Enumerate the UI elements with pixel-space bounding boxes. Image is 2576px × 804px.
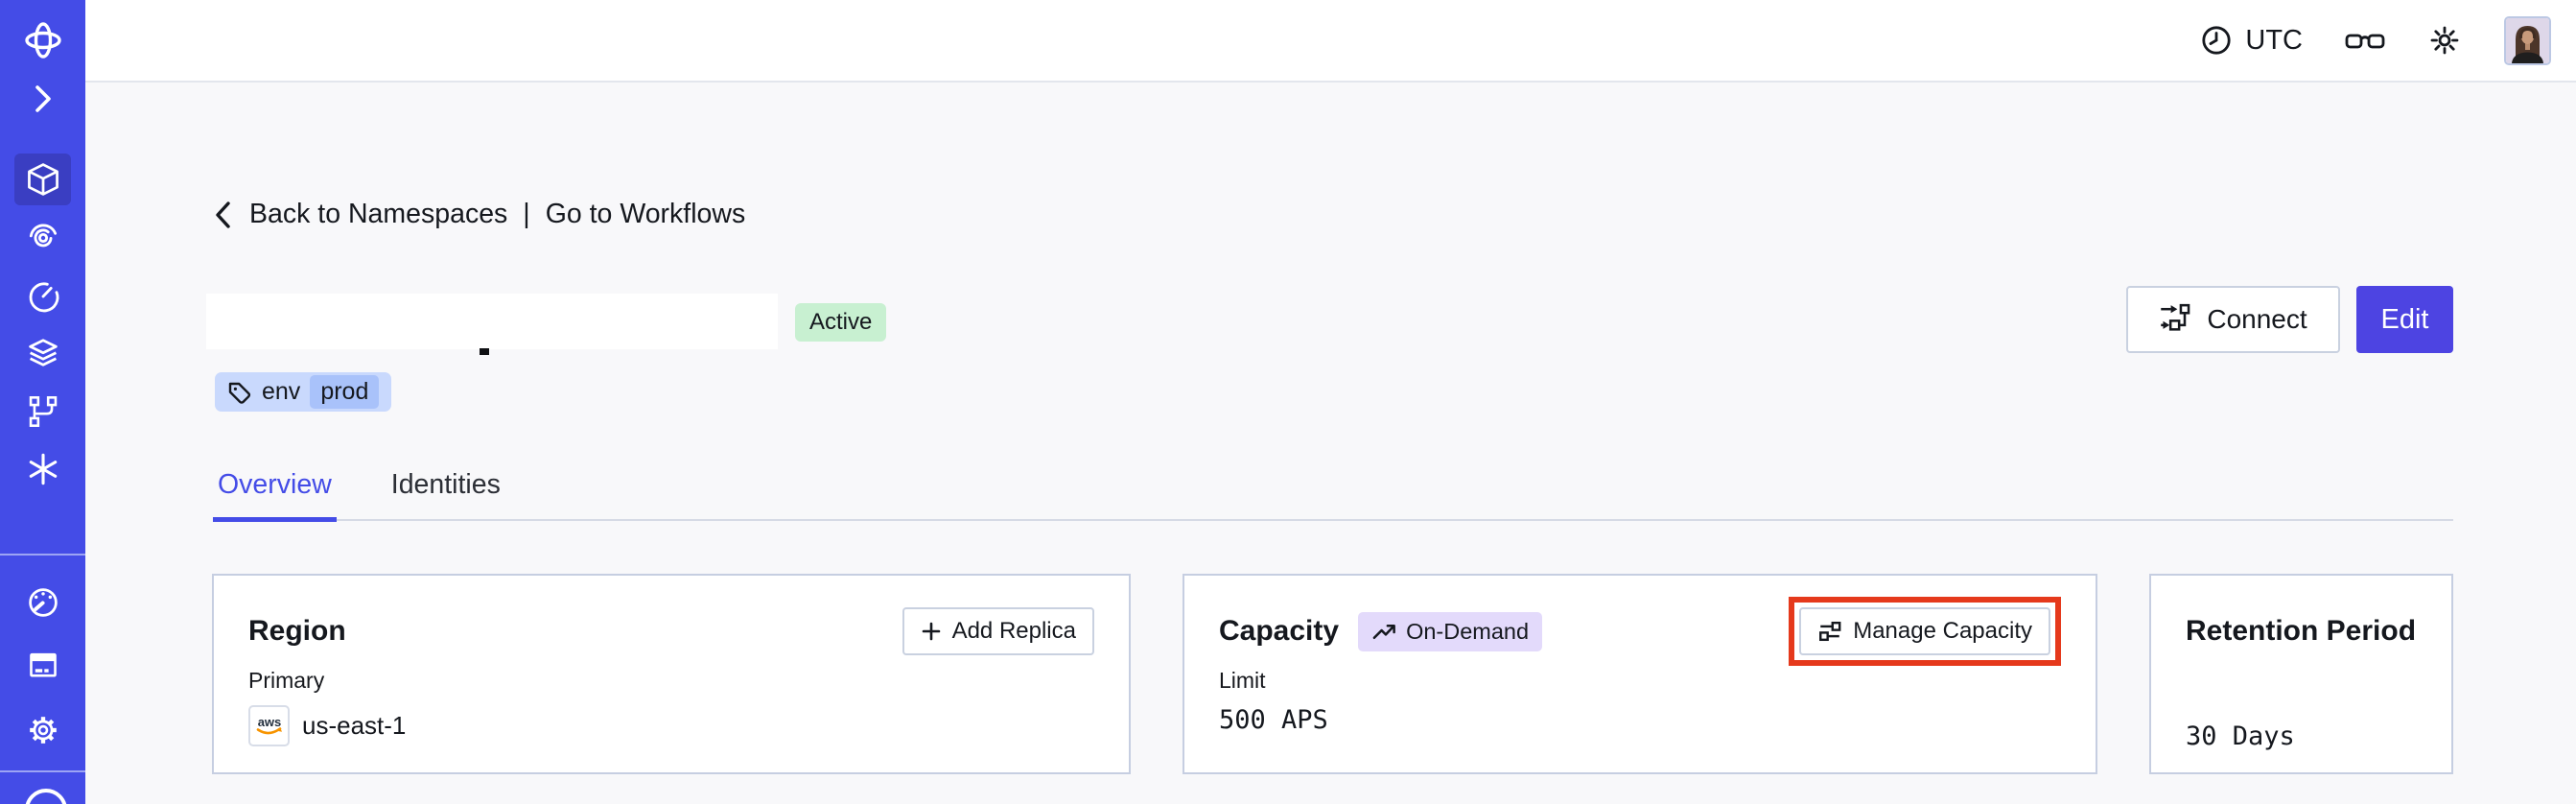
manage-capacity-button[interactable]: Manage Capacity bbox=[1799, 607, 2050, 655]
connect-label: Connect bbox=[2207, 304, 2307, 334]
add-replica-label: Add Replica bbox=[951, 618, 1076, 644]
region-value: us-east-1 bbox=[302, 711, 407, 740]
namespace-title-redacted bbox=[206, 294, 778, 349]
tag-icon bbox=[228, 382, 251, 404]
plus-icon bbox=[922, 622, 940, 641]
sidebar bbox=[0, 0, 85, 804]
clock-icon bbox=[2202, 26, 2231, 55]
tab-bar: Overview Identities bbox=[213, 469, 2453, 522]
topbar: UTC bbox=[85, 0, 2576, 83]
gauge-icon bbox=[28, 588, 58, 617]
sidebar-item-deployments[interactable] bbox=[0, 393, 85, 430]
capacity-card: Capacity On-Demand Manage Ca bbox=[1183, 574, 2097, 774]
retention-card-title: Retention Period bbox=[2186, 615, 2417, 647]
data-converter-toggle[interactable] bbox=[2345, 25, 2385, 56]
timezone-selector[interactable]: UTC bbox=[2200, 24, 2303, 57]
topbar-actions: UTC bbox=[2200, 0, 2551, 81]
sidebar-item-usage[interactable] bbox=[0, 584, 85, 621]
overview-cards: Region Add Replica Primary aws bbox=[212, 574, 2453, 774]
layers-icon bbox=[28, 339, 58, 367]
trending-up-icon bbox=[1372, 624, 1395, 639]
retention-card: Retention Period 30 Days bbox=[2149, 574, 2453, 774]
sidebar-divider bbox=[0, 554, 85, 556]
region-card-title: Region bbox=[248, 615, 346, 647]
breadcrumb-divider: | bbox=[523, 199, 530, 229]
sun-icon bbox=[2430, 26, 2459, 55]
primary-label: Primary bbox=[248, 668, 325, 693]
tag-key: env bbox=[262, 378, 301, 405]
aws-logo-text: aws bbox=[257, 715, 281, 729]
edit-button[interactable]: Edit bbox=[2356, 286, 2453, 353]
spiral-icon bbox=[29, 224, 57, 248]
gear-icon bbox=[29, 717, 57, 744]
tab-identities[interactable]: Identities bbox=[390, 469, 501, 500]
on-demand-label: On-Demand bbox=[1406, 618, 1530, 644]
namespace-tag: env prod bbox=[215, 372, 392, 412]
capacity-value: 500 APS bbox=[1219, 705, 1328, 735]
breadcrumb-workflows-link[interactable]: Go to Workflows bbox=[545, 199, 746, 229]
sidebar-item-batch[interactable] bbox=[0, 336, 85, 372]
sidebar-item-settings[interactable] bbox=[0, 712, 85, 748]
sidebar-item-schedules[interactable] bbox=[0, 278, 85, 315]
glasses-icon bbox=[2345, 34, 2385, 49]
branch-icon bbox=[29, 396, 57, 427]
breadcrumb-back-link[interactable]: Back to Namespaces bbox=[249, 199, 508, 229]
user-avatar[interactable] bbox=[2504, 15, 2551, 65]
sidebar-item-workflows[interactable] bbox=[0, 220, 85, 256]
limit-label: Limit bbox=[1219, 668, 1266, 693]
theme-toggle[interactable] bbox=[2427, 23, 2462, 58]
sidebar-item-nexus[interactable] bbox=[0, 451, 85, 487]
timer-icon bbox=[29, 282, 59, 313]
on-demand-badge: On-Demand bbox=[1358, 611, 1543, 651]
redaction-artifact bbox=[480, 348, 489, 355]
billing-card-icon bbox=[29, 652, 57, 677]
chevron-left-icon[interactable] bbox=[213, 200, 234, 230]
timezone-label: UTC bbox=[2245, 24, 2303, 56]
asterisk-icon bbox=[29, 453, 57, 485]
sidebar-divider bbox=[0, 770, 85, 772]
sidebar-item-billing[interactable] bbox=[0, 647, 85, 683]
add-replica-button[interactable]: Add Replica bbox=[902, 607, 1094, 655]
connect-button[interactable]: Connect bbox=[2126, 286, 2340, 353]
temporal-logo[interactable] bbox=[0, 17, 85, 63]
tag-value: prod bbox=[310, 375, 380, 409]
retention-value: 30 Days bbox=[2186, 721, 2295, 751]
aws-logo: aws bbox=[248, 705, 290, 746]
chevron-right-icon[interactable] bbox=[0, 83, 85, 114]
status-badge: Active bbox=[795, 303, 887, 342]
highlight-annotation: Manage Capacity bbox=[1789, 597, 2061, 666]
sidebar-item-namespaces[interactable] bbox=[14, 154, 71, 205]
capacity-card-title: Capacity bbox=[1219, 615, 1340, 647]
sliders-icon bbox=[1819, 621, 1841, 642]
manage-capacity-label: Manage Capacity bbox=[1853, 618, 2032, 644]
tab-overview[interactable]: Overview bbox=[213, 469, 337, 522]
partial-circle-icon[interactable] bbox=[25, 789, 67, 804]
region-card: Region Add Replica Primary aws bbox=[212, 574, 1131, 774]
connect-icon bbox=[2161, 303, 2190, 331]
cube-icon bbox=[27, 163, 59, 196]
breadcrumb: Back to Namespaces | Go to Workflows bbox=[213, 199, 745, 230]
